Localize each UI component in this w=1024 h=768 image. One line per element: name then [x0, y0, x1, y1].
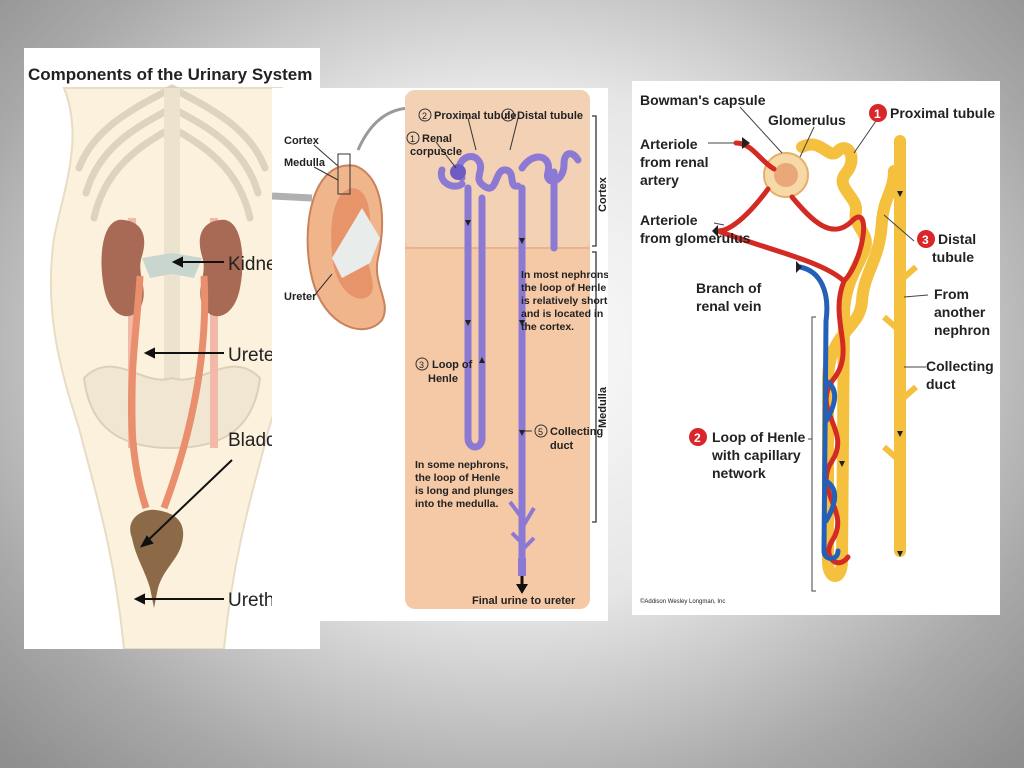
label-renal-corpuscle-2: corpuscle: [410, 146, 462, 158]
label-bowmans-capsule: Bowman's capsule: [640, 92, 766, 108]
nephron-capillary-panel: 1 3 2 Bowman's capsule Glomerulus Proxim…: [632, 81, 1000, 615]
number-markers: [406, 108, 548, 438]
label-loop-of-henle: Loop of: [432, 359, 473, 371]
side-label-medulla: Medulla: [597, 386, 608, 428]
panel-title: Components of the Urinary System: [28, 65, 312, 84]
left-kidney: [101, 219, 145, 317]
label-arteriole-artery-3: artery: [640, 172, 679, 188]
label-another-nephron-2: another: [934, 304, 986, 320]
capillary-network-red: [715, 140, 866, 566]
bladder: [130, 509, 184, 608]
num-5: 5: [538, 427, 543, 437]
svg-text:In most nephrons,: In most nephrons,: [521, 269, 608, 281]
label-collecting-duct: Collecting: [550, 426, 603, 438]
urinary-system-panel: Components of the Urinary System Kidney …: [24, 48, 320, 649]
svg-text:the loop of Henle: the loop of Henle: [521, 282, 606, 294]
svg-text:is long and plunges: is long and plunges: [415, 485, 514, 497]
inset-label-ureter: Ureter: [284, 291, 317, 303]
svg-text:and is located in: and is located in: [521, 308, 603, 320]
svg-text:In some nephrons,: In some nephrons,: [415, 459, 508, 471]
label-arteriole-artery: Arteriole: [640, 136, 698, 152]
label-renal-corpuscle: Renal: [422, 133, 452, 145]
badge-2: [689, 428, 707, 446]
label-distal-tubule-2: tubule: [932, 249, 974, 265]
label-glomerulus: Glomerulus: [768, 112, 846, 128]
label-ureter: Ureter: [228, 345, 281, 366]
badge-3: [917, 230, 935, 248]
label-kidney: Kidney: [228, 254, 287, 275]
label-renal-vein: Branch of: [696, 280, 762, 296]
num-2: 2: [422, 111, 427, 121]
kidney-inset: [306, 153, 386, 331]
note-long-loop: In some nephrons, the loop of Henle is l…: [415, 459, 514, 510]
label-proximal-tubule: Proximal tubule: [434, 110, 517, 122]
right-ureter: [160, 275, 209, 510]
nephron-tubules: [437, 150, 582, 562]
num-4: 4: [505, 111, 510, 121]
label-collecting-duct-2: duct: [926, 376, 956, 392]
ribcage: [75, 84, 269, 222]
badge-1-num: 1: [874, 107, 881, 121]
label-another-nephron: From: [934, 286, 969, 302]
capillary-network-blue: [797, 264, 841, 561]
inset-label-medulla: Medulla: [284, 157, 326, 169]
svg-text:the loop of Henle: the loop of Henle: [415, 472, 500, 484]
label-loop-henle-3: network: [712, 465, 766, 481]
label-loop-henle-2: with capillary: [711, 447, 801, 463]
label-proximal-tubule: Proximal tubule: [890, 105, 995, 121]
label-arteriole-glom-2: from glomerulus: [640, 230, 751, 246]
copyright: ©Addison Wesley Longman, Inc: [640, 598, 725, 605]
label-arteriole-artery-2: from renal: [640, 154, 708, 170]
label-renal-vein-2: renal vein: [696, 298, 761, 314]
label-collecting-duct-2: duct: [550, 440, 574, 452]
label-another-nephron-3: nephron: [934, 322, 990, 338]
label-loop-henle: Loop of Henle: [712, 429, 806, 445]
badge-3-num: 3: [922, 233, 929, 247]
svg-text:is relatively short: is relatively short: [521, 295, 608, 307]
num-1: 1: [410, 134, 415, 144]
label-distal-tubule: Distal tubule: [517, 110, 583, 122]
side-label-cortex: Cortex: [597, 176, 608, 212]
svg-text:into the medulla.: into the medulla.: [415, 498, 499, 510]
badge-2-num: 2: [694, 431, 701, 445]
label-distal-tubule: Distal: [938, 231, 976, 247]
left-ureter: [127, 275, 150, 510]
badge-1: [869, 104, 887, 122]
inset-label-cortex: Cortex: [284, 135, 320, 147]
label-loop-of-henle-2: Henle: [428, 373, 458, 385]
label-arteriole-glom: Arteriole: [640, 212, 698, 228]
nephron-loops-panel: Cortex Medulla Ureter 2 4 1 3 5 Proximal…: [272, 88, 608, 621]
right-kidney: [199, 219, 243, 317]
note-short-loop: In most nephrons, the loop of Henle is r…: [521, 269, 608, 333]
num-3: 3: [419, 360, 424, 370]
svg-text:the cortex.: the cortex.: [521, 321, 574, 333]
glomerulus: [774, 163, 798, 187]
label-collecting-duct: Collecting: [926, 358, 994, 374]
label-final-urine: Final urine to ureter: [472, 595, 576, 607]
